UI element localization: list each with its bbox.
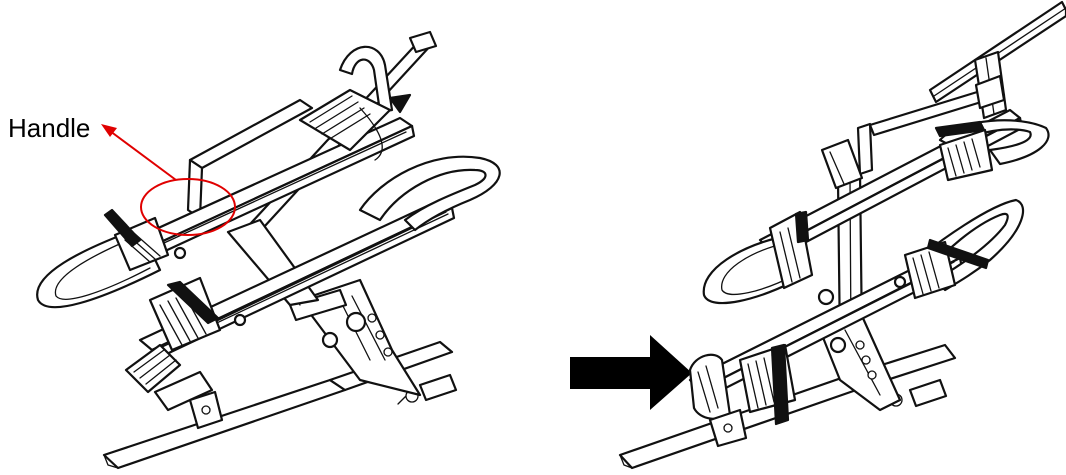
handle-highlight-ellipse bbox=[140, 178, 236, 236]
right-top-bracket bbox=[820, 50, 1008, 190]
left-upper-tray bbox=[36, 45, 416, 309]
direction-arrow bbox=[570, 335, 692, 410]
right-clamp bbox=[708, 408, 748, 448]
left-clamp bbox=[188, 390, 224, 430]
right-lower-tray bbox=[688, 198, 1025, 426]
callout-arrowhead bbox=[101, 124, 117, 137]
callout-leader-line bbox=[109, 130, 177, 181]
left-mast bbox=[249, 225, 422, 397]
callout-label: Handle bbox=[8, 113, 90, 143]
right-bike-rack bbox=[618, 0, 1066, 470]
right-upper-tray bbox=[702, 108, 1050, 305]
handle-callout: Handle bbox=[8, 113, 236, 236]
left-lower-tray bbox=[124, 155, 501, 412]
left-bike-rack bbox=[36, 30, 501, 470]
